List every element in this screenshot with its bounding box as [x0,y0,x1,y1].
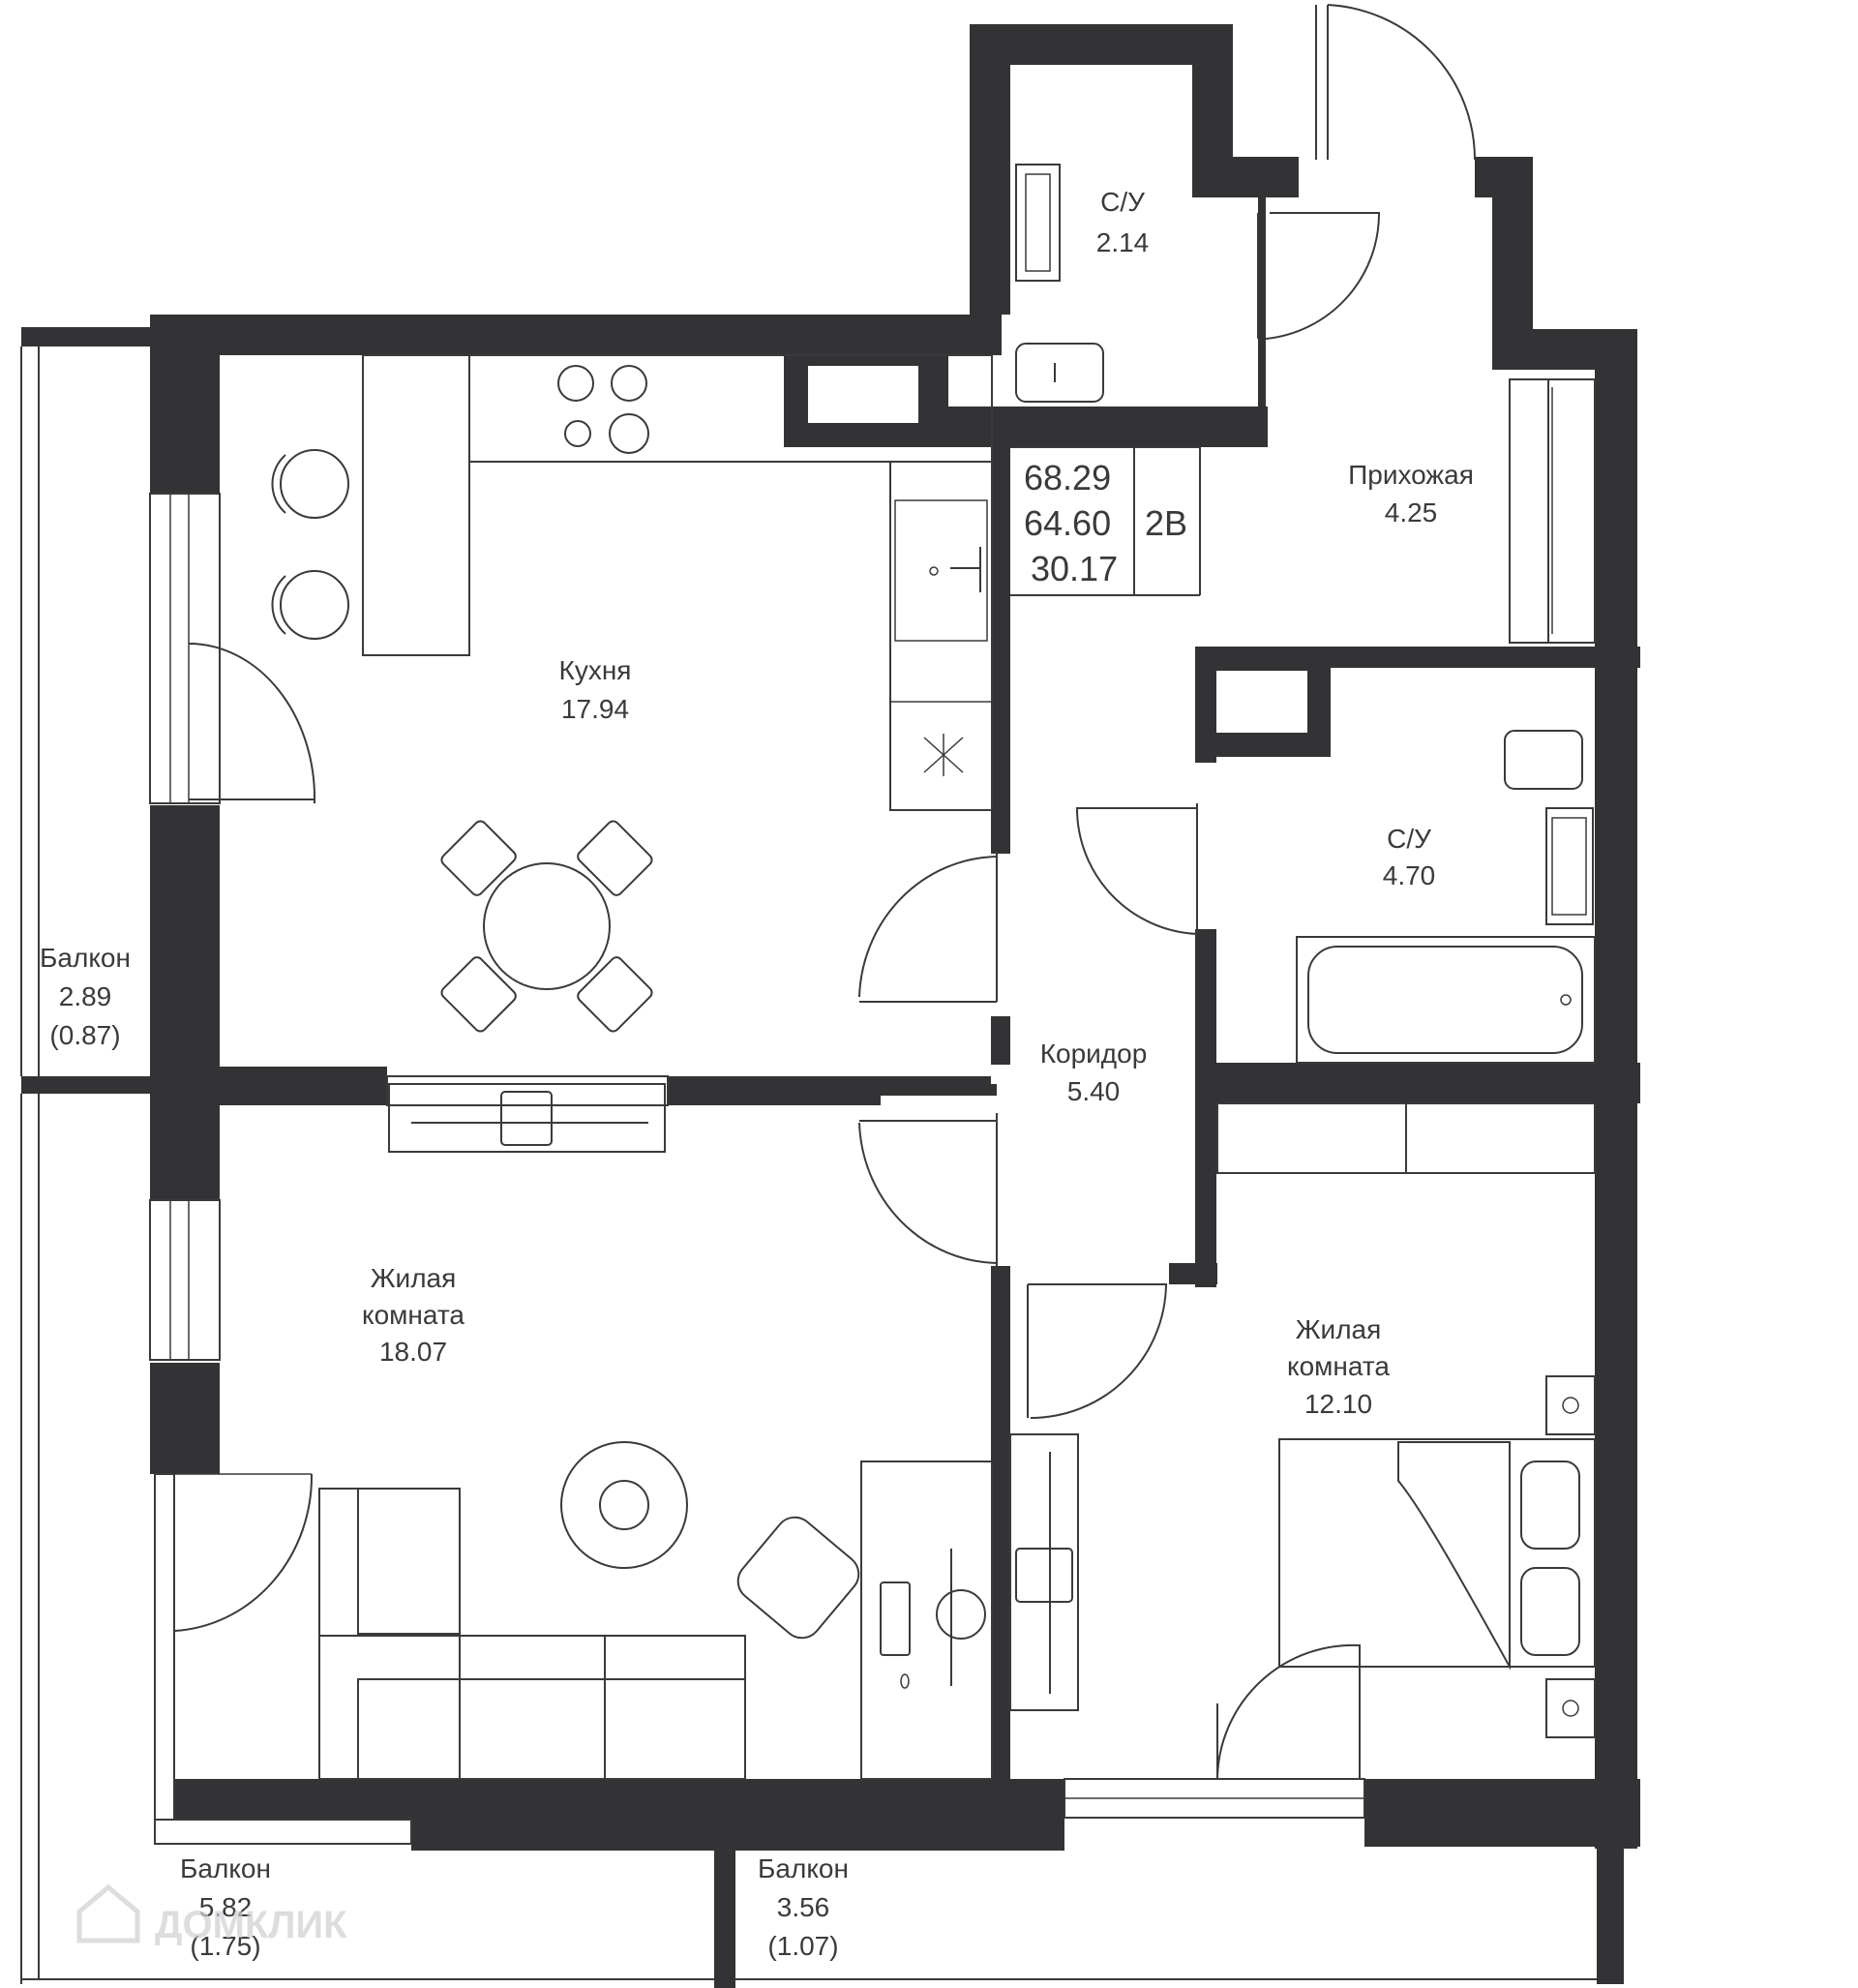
room-area-living-room-2: 12.10 [1304,1389,1372,1419]
room-area-balcony-south-right: 3.56 [777,1892,830,1922]
house-logo-icon [76,1883,140,1943]
room-area-bathroom-large: 4.70 [1383,860,1436,890]
room-name-bathroom-small: С/У [1100,187,1145,217]
room-name-living-room-2: Жилая [1296,1314,1382,1344]
bedroom-tv [1009,1433,1079,1711]
room-area-corridor: 5.40 [1067,1076,1121,1106]
room-name-living-room-1-line2: комната [362,1300,464,1330]
room-name-living-room-1: Жилая [371,1263,457,1293]
room-name-bathroom-large: С/У [1387,824,1431,854]
doors [173,4,1477,1780]
room-area-hallway: 4.25 [1385,497,1438,527]
apartment-summary: 68.29 64.60 30.17 2В [1010,446,1201,596]
room-reduced-area-balcony-south-right: (1.07) [767,1931,838,1961]
appliance-icon [923,734,964,776]
living-area: 30.17 [1031,549,1118,588]
room-name-kitchen: Кухня [559,655,632,685]
balcony-outlines [20,346,1597,1984]
windows [149,378,1596,1819]
walls [21,24,1640,1988]
stove-icon [557,365,649,454]
room-area-bathroom-small: 2.14 [1096,227,1150,257]
total-area: 68.29 [1024,458,1111,497]
bed [1278,1375,1596,1738]
watermark: ДОМКЛИК [76,1883,347,1946]
layout-type: 2В [1145,503,1187,543]
room-area-living-room-1: 18.07 [379,1337,447,1367]
shafts [802,65,1313,738]
wardrobe-hallway [1509,378,1596,644]
room-name-corridor: Коридор [1040,1039,1148,1069]
room-area-kitchen: 17.94 [561,694,629,724]
room-name-balcony-west: Балкон [40,943,131,973]
tv-stand [388,1083,666,1153]
room-name-hallway: Прихожая [1348,460,1474,490]
dining-table [440,820,653,1033]
sofa [318,1488,746,1780]
area-without-balconies: 64.60 [1024,503,1111,543]
small-bathroom-fixtures [1015,164,1104,403]
room-area-balcony-west: 2.89 [59,981,112,1011]
kitchen-sink-icon [929,547,981,592]
wardrobe-bedroom [1216,1102,1596,1174]
large-bathroom-fixtures [1296,730,1596,1064]
room-name-balcony-south-left: Балкон [180,1853,271,1883]
room-name-balcony-south-right: Балкон [758,1853,849,1883]
furniture [271,164,1596,1780]
room-reduced-area-balcony-south-left: (1.75) [190,1931,260,1961]
desk [736,1461,993,1780]
room-name-living-room-2-line2: комната [1287,1351,1390,1381]
room-reduced-area-balcony-west: (0.87) [49,1020,120,1050]
room-labels: С/У 2.14 Прихожая 4.25 Кухня 17.94 С/У 4… [40,187,1474,1961]
watermark-text: ДОМКЛИК [155,1904,347,1946]
room-area-balcony-south-left: 5.82 [199,1892,253,1922]
bar-stools [271,449,349,640]
